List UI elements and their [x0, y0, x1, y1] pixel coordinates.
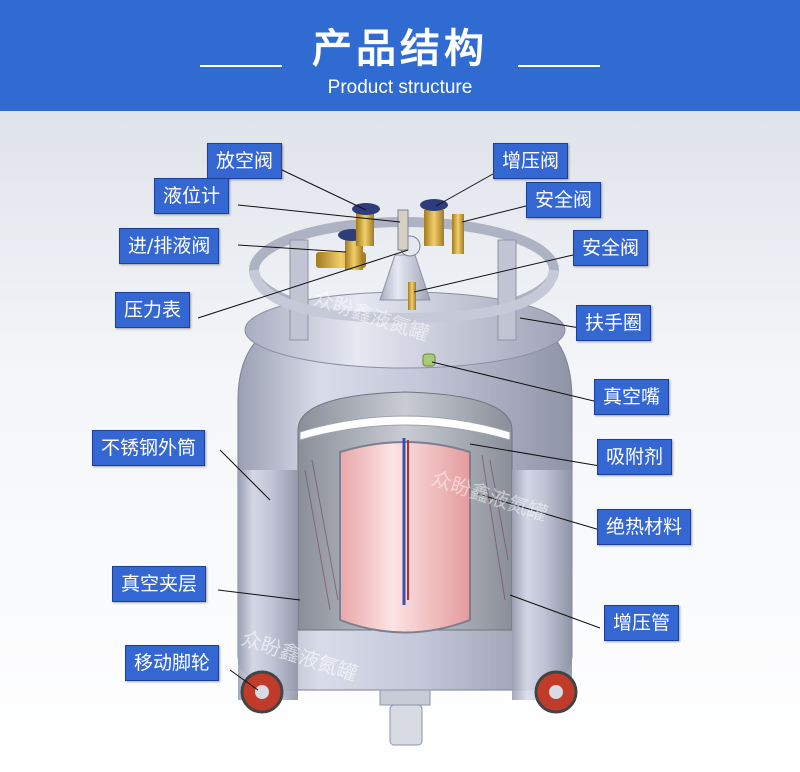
- label-vacuum-jacket: 真空夹层: [112, 566, 206, 602]
- base-plate: [380, 690, 430, 705]
- label-casters: 移动脚轮: [125, 645, 219, 681]
- label-vent-valve: 放空阀: [207, 143, 282, 179]
- safety-valve-body: [452, 214, 464, 254]
- label-adsorbent: 吸附剂: [597, 439, 672, 475]
- label-fill-drain-valve: 进/排液阀: [119, 228, 219, 264]
- label-pressurize-tube: 增压管: [604, 605, 679, 641]
- label-safety-valve-2: 安全阀: [573, 230, 648, 266]
- caster-hub: [255, 685, 269, 699]
- drain-fitting: [390, 705, 422, 745]
- label-handle-ring: 扶手圈: [576, 305, 651, 341]
- label-safety-valve-1: 安全阀: [526, 182, 601, 218]
- vacuum-nozzle: [423, 354, 435, 366]
- label-pressurize-valve: 增压阀: [493, 143, 568, 179]
- ring-post: [498, 240, 516, 340]
- caster-hub: [549, 685, 563, 699]
- pressurize-valve-handwheel: [420, 199, 448, 211]
- vent-valve-body: [356, 212, 374, 246]
- pressurize-valve-body: [424, 210, 444, 246]
- label-pressure-gauge: 压力表: [115, 292, 190, 328]
- label-insulation: 绝热材料: [597, 509, 691, 545]
- label-steel-shell: 不锈钢外筒: [92, 430, 205, 466]
- neck-cone: [380, 255, 430, 300]
- level-gauge-body: [398, 210, 408, 250]
- safety-valve-2-body: [408, 282, 416, 310]
- ring-post: [290, 240, 308, 340]
- label-level-gauge: 液位计: [154, 178, 229, 214]
- label-vacuum-nozzle: 真空嘴: [594, 379, 669, 415]
